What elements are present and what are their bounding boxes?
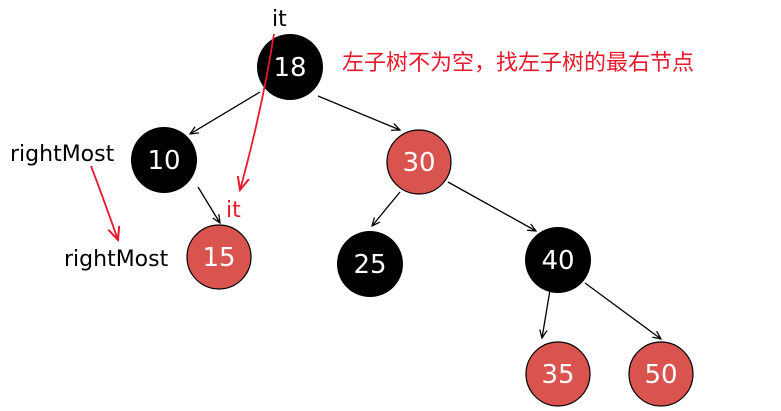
node-40: 40 bbox=[525, 227, 591, 293]
edge-18-10 bbox=[190, 91, 261, 134]
node-15-label: 15 bbox=[202, 243, 235, 273]
node-50-circle bbox=[628, 341, 694, 407]
node-35-circle bbox=[525, 341, 591, 407]
it-label-top: it bbox=[272, 7, 287, 32]
tree-edges bbox=[190, 91, 661, 339]
node-35: 35 bbox=[525, 341, 591, 407]
node-40-circle bbox=[525, 227, 591, 293]
note-text: 左子树不为空，找左子树的最右节点 bbox=[342, 51, 694, 76]
it-label-moved: it bbox=[226, 198, 241, 223]
node-25-circle bbox=[337, 231, 403, 297]
node-40-label: 40 bbox=[541, 246, 574, 276]
node-10-label: 10 bbox=[147, 146, 180, 176]
rightmost-label-bottom: rightMost bbox=[64, 247, 169, 272]
node-15-circle bbox=[186, 224, 252, 290]
node-18-circle bbox=[257, 34, 323, 100]
node-25: 25 bbox=[337, 231, 403, 297]
node-25-label: 25 bbox=[353, 250, 386, 280]
edge-30-25 bbox=[372, 191, 401, 226]
it-move-arrow bbox=[240, 33, 275, 190]
edge-40-50 bbox=[584, 282, 661, 339]
node-18: 18 bbox=[257, 34, 323, 100]
edge-40-35 bbox=[542, 289, 551, 338]
edge-18-30 bbox=[317, 95, 400, 130]
node-15: 15 bbox=[186, 224, 252, 290]
node-10-circle bbox=[131, 127, 197, 193]
node-50: 50 bbox=[628, 341, 694, 407]
edge-10-15 bbox=[197, 186, 220, 223]
node-18-label: 18 bbox=[273, 53, 306, 83]
node-30: 30 bbox=[386, 129, 452, 195]
node-50-label: 50 bbox=[644, 360, 677, 390]
edge-30-40 bbox=[447, 181, 536, 231]
node-10: 10 bbox=[131, 127, 197, 193]
node-35-label: 35 bbox=[541, 360, 574, 390]
node-30-circle bbox=[386, 129, 452, 195]
rightmost-move-arrow bbox=[90, 165, 118, 240]
rightmost-label-top: rightMost bbox=[10, 142, 115, 167]
node-30-label: 30 bbox=[402, 148, 435, 178]
